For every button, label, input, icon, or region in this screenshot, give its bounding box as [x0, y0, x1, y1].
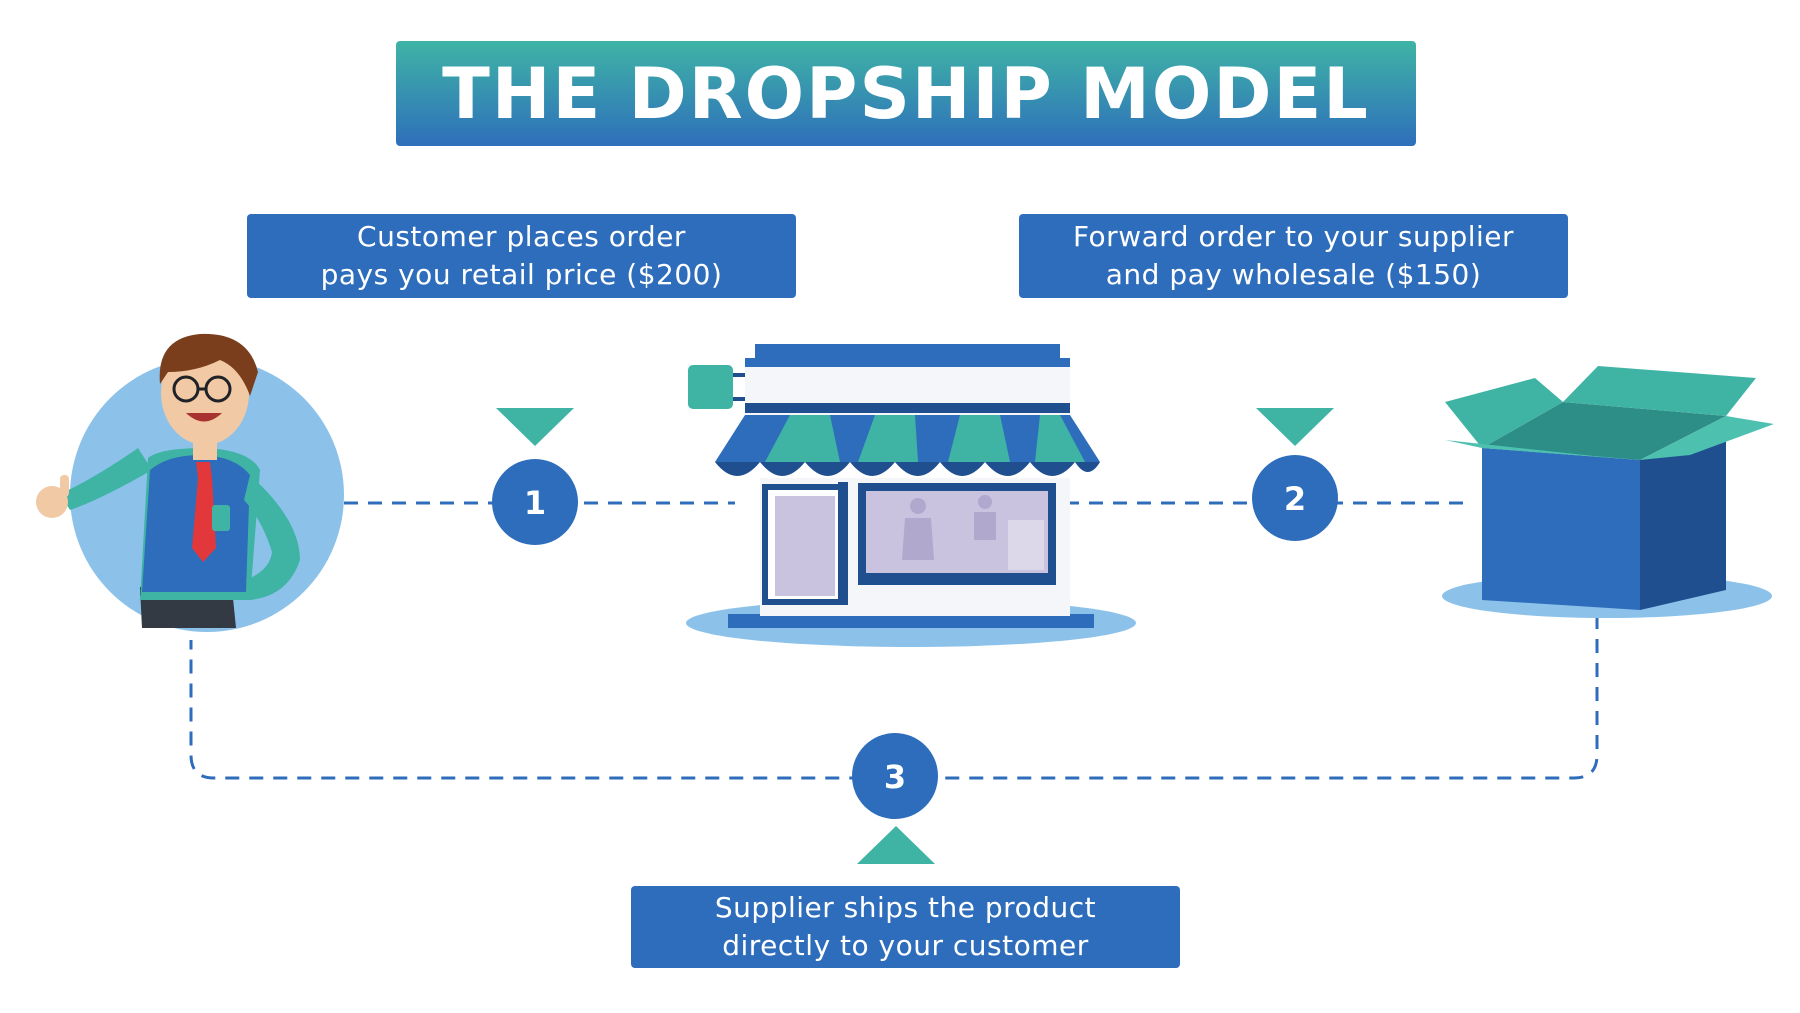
- step-1-number: 1: [524, 484, 546, 522]
- store-awning-scallops: [715, 462, 1100, 476]
- store-person-2-body: [974, 512, 996, 540]
- store-door-glass: [775, 496, 835, 596]
- store-roof: [755, 344, 1060, 358]
- box-inside: [1482, 402, 1726, 460]
- step-3-marker: 3: [852, 733, 938, 864]
- box-front: [1482, 448, 1640, 610]
- step-2-line-2: and pay wholesale ($150): [1105, 258, 1482, 291]
- store-door-frame: [838, 482, 848, 604]
- store-hanging-sign: [688, 365, 733, 409]
- step-3-number: 3: [884, 758, 906, 796]
- customer-illustration: [36, 333, 344, 632]
- store-awning-stripe-4: [1035, 415, 1085, 462]
- box-side: [1640, 434, 1726, 610]
- customer-hair: [159, 333, 258, 396]
- step-3-line-2: directly to your customer: [722, 929, 1089, 962]
- box-flap-right: [1640, 416, 1774, 460]
- customer-thumb: [60, 475, 69, 497]
- store-awning-stripe-2: [858, 415, 918, 462]
- store-sign-stripe-bottom: [745, 403, 1070, 413]
- box-flap-left: [1445, 378, 1563, 448]
- store-person-2-head: [978, 495, 992, 509]
- customer-pocket: [212, 505, 230, 531]
- step-2-line-1: Forward order to your supplier: [1072, 220, 1515, 253]
- store-awning-stripe-1: [765, 415, 840, 462]
- storefront-icon: [686, 344, 1136, 647]
- step-1-description: Customer places order pays you retail pr…: [247, 214, 796, 298]
- step-1-line-1: Customer places order: [357, 220, 686, 253]
- title-banner: THE DROPSHIP MODEL: [396, 41, 1416, 146]
- step-1-circle: [492, 459, 578, 545]
- page-title: THE DROPSHIP MODEL: [442, 52, 1370, 135]
- store-window-sill: [858, 575, 1056, 585]
- store-base: [728, 614, 1094, 628]
- customer-smile: [186, 413, 222, 422]
- step-2-description: Forward order to your supplier and pay w…: [1019, 214, 1568, 298]
- step-2-number: 2: [1284, 480, 1306, 518]
- store-sign-bracket: [733, 373, 745, 377]
- box-flap-back: [1563, 366, 1756, 416]
- step-1-marker: 1: [492, 408, 578, 545]
- connector-supplier-to-customer: [189, 615, 1599, 780]
- customer-left-arm: [60, 448, 152, 510]
- step-3-circle: [852, 733, 938, 819]
- step-1-line-2: pays you retail price ($200): [320, 258, 723, 291]
- store-person-1-head: [910, 498, 926, 514]
- store-awning-stripe-3: [948, 415, 1010, 462]
- open-box-icon: [1442, 366, 1774, 618]
- store-sign-stripe-top: [745, 358, 1070, 367]
- step-1-pointer: [496, 408, 574, 446]
- step-3-pointer: [857, 826, 935, 864]
- customer-tie: [192, 462, 216, 562]
- store-counter: [1008, 520, 1044, 570]
- store-person-1-body: [902, 518, 934, 560]
- step-2-pointer: [1256, 408, 1334, 446]
- step-2-circle: [1252, 455, 1338, 541]
- step-3-line-1: Supplier ships the product: [714, 891, 1097, 924]
- step-3-description: Supplier ships the product directly to y…: [631, 886, 1180, 968]
- store-sign-bracket-2: [733, 397, 745, 401]
- step-2-marker: 2: [1252, 408, 1338, 541]
- customer-right-arm: [244, 475, 300, 600]
- customer-thumbs-up-hand: [36, 486, 68, 518]
